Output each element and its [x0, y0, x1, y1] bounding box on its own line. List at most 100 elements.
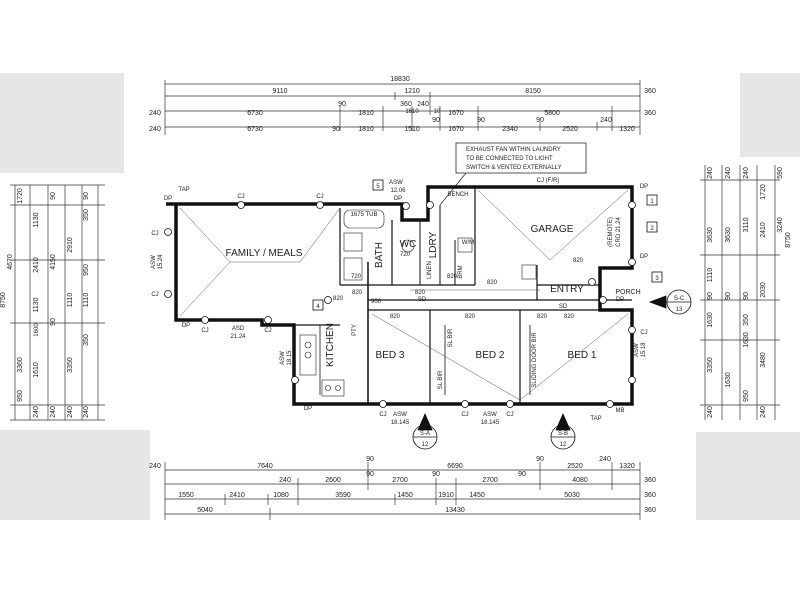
callout-4: 4 — [316, 304, 320, 310]
asw-level-6: 15.18 — [641, 342, 647, 358]
cj-markers — [164, 201, 636, 408]
dim-right-2: 3630 — [707, 227, 714, 243]
dim-left-8: 1130 — [33, 297, 40, 312]
section-b-id: S-B — [558, 431, 568, 437]
asw-level-5: 15.24 — [158, 254, 164, 270]
sd-label-1: SD — [418, 297, 427, 303]
dim-right-24: 1630 — [743, 332, 750, 348]
dim-left-1: 1720 — [17, 188, 24, 204]
room-porch: PORCH — [615, 289, 640, 296]
note-leader — [439, 172, 467, 206]
dim-right-8: 1110 — [707, 268, 714, 283]
dim-left-5: 950 — [17, 390, 24, 402]
dim-left-6: 1130 — [33, 212, 40, 227]
opening-1: 820 — [352, 290, 363, 296]
opening-11: 820 — [447, 274, 458, 280]
dim-top-4-7: 1670 — [448, 126, 464, 133]
dim-bot-2-6: 2700 — [482, 477, 498, 484]
dim-right-9: 3350 — [707, 357, 714, 373]
dim-top-2-4: 360 — [644, 88, 656, 95]
room-ldry: LDRY — [428, 231, 439, 258]
cj-label-5: CJ — [201, 328, 208, 334]
remote-label: (REMOTE) — [608, 217, 614, 247]
dim-right-16: 3480 — [760, 352, 767, 368]
dim-right-13: 950 — [743, 390, 750, 402]
asw-level-2: 18.145 — [391, 420, 410, 426]
dim-right-12: 1720 — [760, 184, 767, 200]
dim-left-4: 3360 — [17, 357, 24, 373]
callout-3: 3 — [655, 276, 659, 282]
asw-label-5: ASW — [151, 255, 157, 269]
dim-top-4-10: 90 — [536, 117, 544, 124]
asd-level: 21.24 — [230, 334, 246, 340]
note-box — [455, 142, 587, 174]
scan-margin-right-bottom — [696, 432, 800, 520]
dim-bot-1-7: 240 — [599, 456, 611, 463]
fixtures — [299, 209, 537, 397]
room-bed1: BED 1 — [568, 350, 597, 361]
dim-top-small-2: 10 — [434, 109, 441, 115]
asw-label-3: ASW — [483, 412, 497, 418]
cj-label-10: CJ — [640, 330, 647, 336]
dim-top-4-8: 90 — [477, 117, 485, 124]
dim-top-3-5: 360 — [400, 101, 412, 108]
dim-bot-4-1: 5040 — [197, 507, 213, 514]
dim-left-14: 2910 — [67, 237, 74, 253]
dim-bot-4-2: 13430 — [445, 507, 465, 514]
section-b-sheet: 12 — [560, 442, 567, 448]
dim-top-4-1: 240 — [149, 126, 161, 133]
room-entry: ENTRY — [550, 284, 584, 295]
dim-left-19: 350 — [83, 334, 90, 346]
opening-8: 900 — [371, 299, 382, 305]
dim-right-6: 240 — [725, 167, 732, 179]
dim-left-13: 4150 — [50, 254, 57, 270]
room-bench: BENCH — [447, 192, 468, 198]
dim-top-4-12: 240 — [600, 117, 612, 124]
dim-top-4-4: 1810 — [358, 126, 374, 133]
cj-label-7: CJ — [379, 412, 386, 418]
dim-top-2-1: 9110 — [272, 88, 287, 95]
right-dimension-text: 240 3630 8750 1630 90 240 3630 1110 3350… — [707, 167, 792, 418]
opening-5: 820 — [465, 314, 476, 320]
walls — [166, 185, 634, 406]
dim-bot-1-3: 90 — [366, 456, 374, 463]
dim-left-7: 2410 — [33, 257, 40, 273]
scan-margin-left-top — [0, 73, 124, 173]
room-sl-bir-a: SL BIR — [448, 328, 454, 347]
dim-left-12: 90 — [50, 192, 57, 200]
dim-right-7: 3630 — [725, 227, 732, 243]
dim-bot-1-6: 2520 — [567, 463, 583, 470]
dim-overall-top: 18830 — [390, 76, 410, 83]
cj-label-2: CJ — [316, 194, 323, 200]
dim-left-16: 90 — [83, 192, 90, 200]
dim-bot-2-3: 90 — [366, 471, 374, 478]
dim-top-4-3: 90 — [332, 126, 340, 133]
dim-bot-3-1: 1550 — [178, 492, 194, 499]
dim-top-2-3: 8150 — [525, 88, 541, 95]
dim-top-3-6: 240 — [417, 101, 429, 108]
tap-label-1: TAP — [178, 187, 189, 193]
dp-label-4: DP — [304, 406, 312, 412]
dim-left-18: 3350 — [67, 357, 74, 373]
dim-right-14: 2410 — [760, 222, 767, 238]
dim-top-small-1: 1610 — [405, 109, 419, 115]
dp-label-7: DP — [616, 297, 624, 303]
room-garage: GARAGE — [531, 224, 574, 235]
dim-left-17: 350 — [83, 209, 90, 221]
dim-right-18: 590 — [777, 167, 784, 179]
cj-label-4: CJ — [151, 292, 158, 298]
roof-hip-lines — [179, 189, 629, 401]
dim-right-22: 350 — [743, 314, 750, 326]
room-kitchen: KITCHEN — [325, 323, 336, 367]
room-family-meals: FAMILY / MEALS — [226, 248, 303, 259]
dim-bot-4-3: 360 — [644, 507, 656, 514]
room-wm: W/M — [462, 240, 474, 246]
dim-top-3-7: 1670 — [448, 110, 464, 117]
opening-4: 820 — [390, 314, 401, 320]
section-c-sheet: 13 — [676, 307, 683, 313]
opening-13: 820 — [333, 296, 344, 302]
dim-bot-1-4: 6690 — [447, 463, 463, 470]
dim-left-22: 950 — [83, 264, 90, 276]
